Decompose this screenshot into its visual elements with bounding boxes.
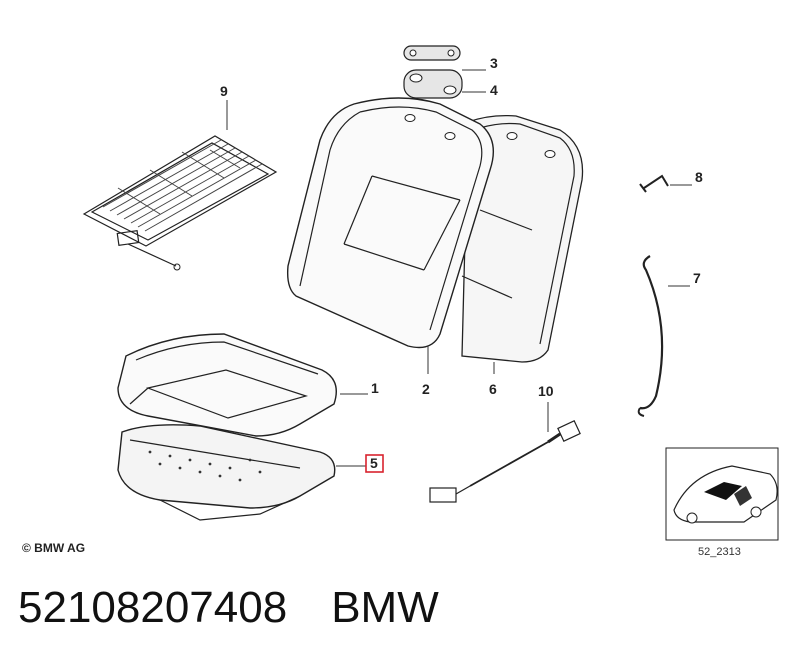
heating-mat-part [82,135,278,271]
callout-4: 4 [490,82,498,98]
clip-part [639,174,669,193]
brand-name: BMW [331,583,439,632]
seat-foam-part [117,424,336,521]
copyright-label: © BMW AG [22,541,86,555]
inset-reference-code: 52_2313 [698,546,741,558]
backrest-foam-part [461,114,584,363]
callout-5: 5 [370,455,378,471]
callout-2: 2 [422,381,430,397]
caption-line: 52108207408 BMW [18,583,483,633]
callout-10: 10 [538,383,554,399]
vehicle-location-inset: 52_2313 [665,447,779,558]
callout-8: 8 [695,169,703,185]
plate-part-3 [403,45,461,61]
callout-3: 3 [490,55,498,71]
plate-part-4 [403,69,463,99]
backrest-cover-part [286,97,494,349]
part-number: 52108207408 [18,583,288,632]
callout-7: 7 [693,270,701,286]
callout-9: 9 [220,83,228,99]
callout-1: 1 [371,380,379,396]
callout-6: 6 [489,381,497,397]
seat-cover-part [117,333,337,437]
wiring-harness-part [429,420,581,503]
highlight-box-5[interactable] [365,454,384,473]
wire-rod-part [637,255,664,417]
